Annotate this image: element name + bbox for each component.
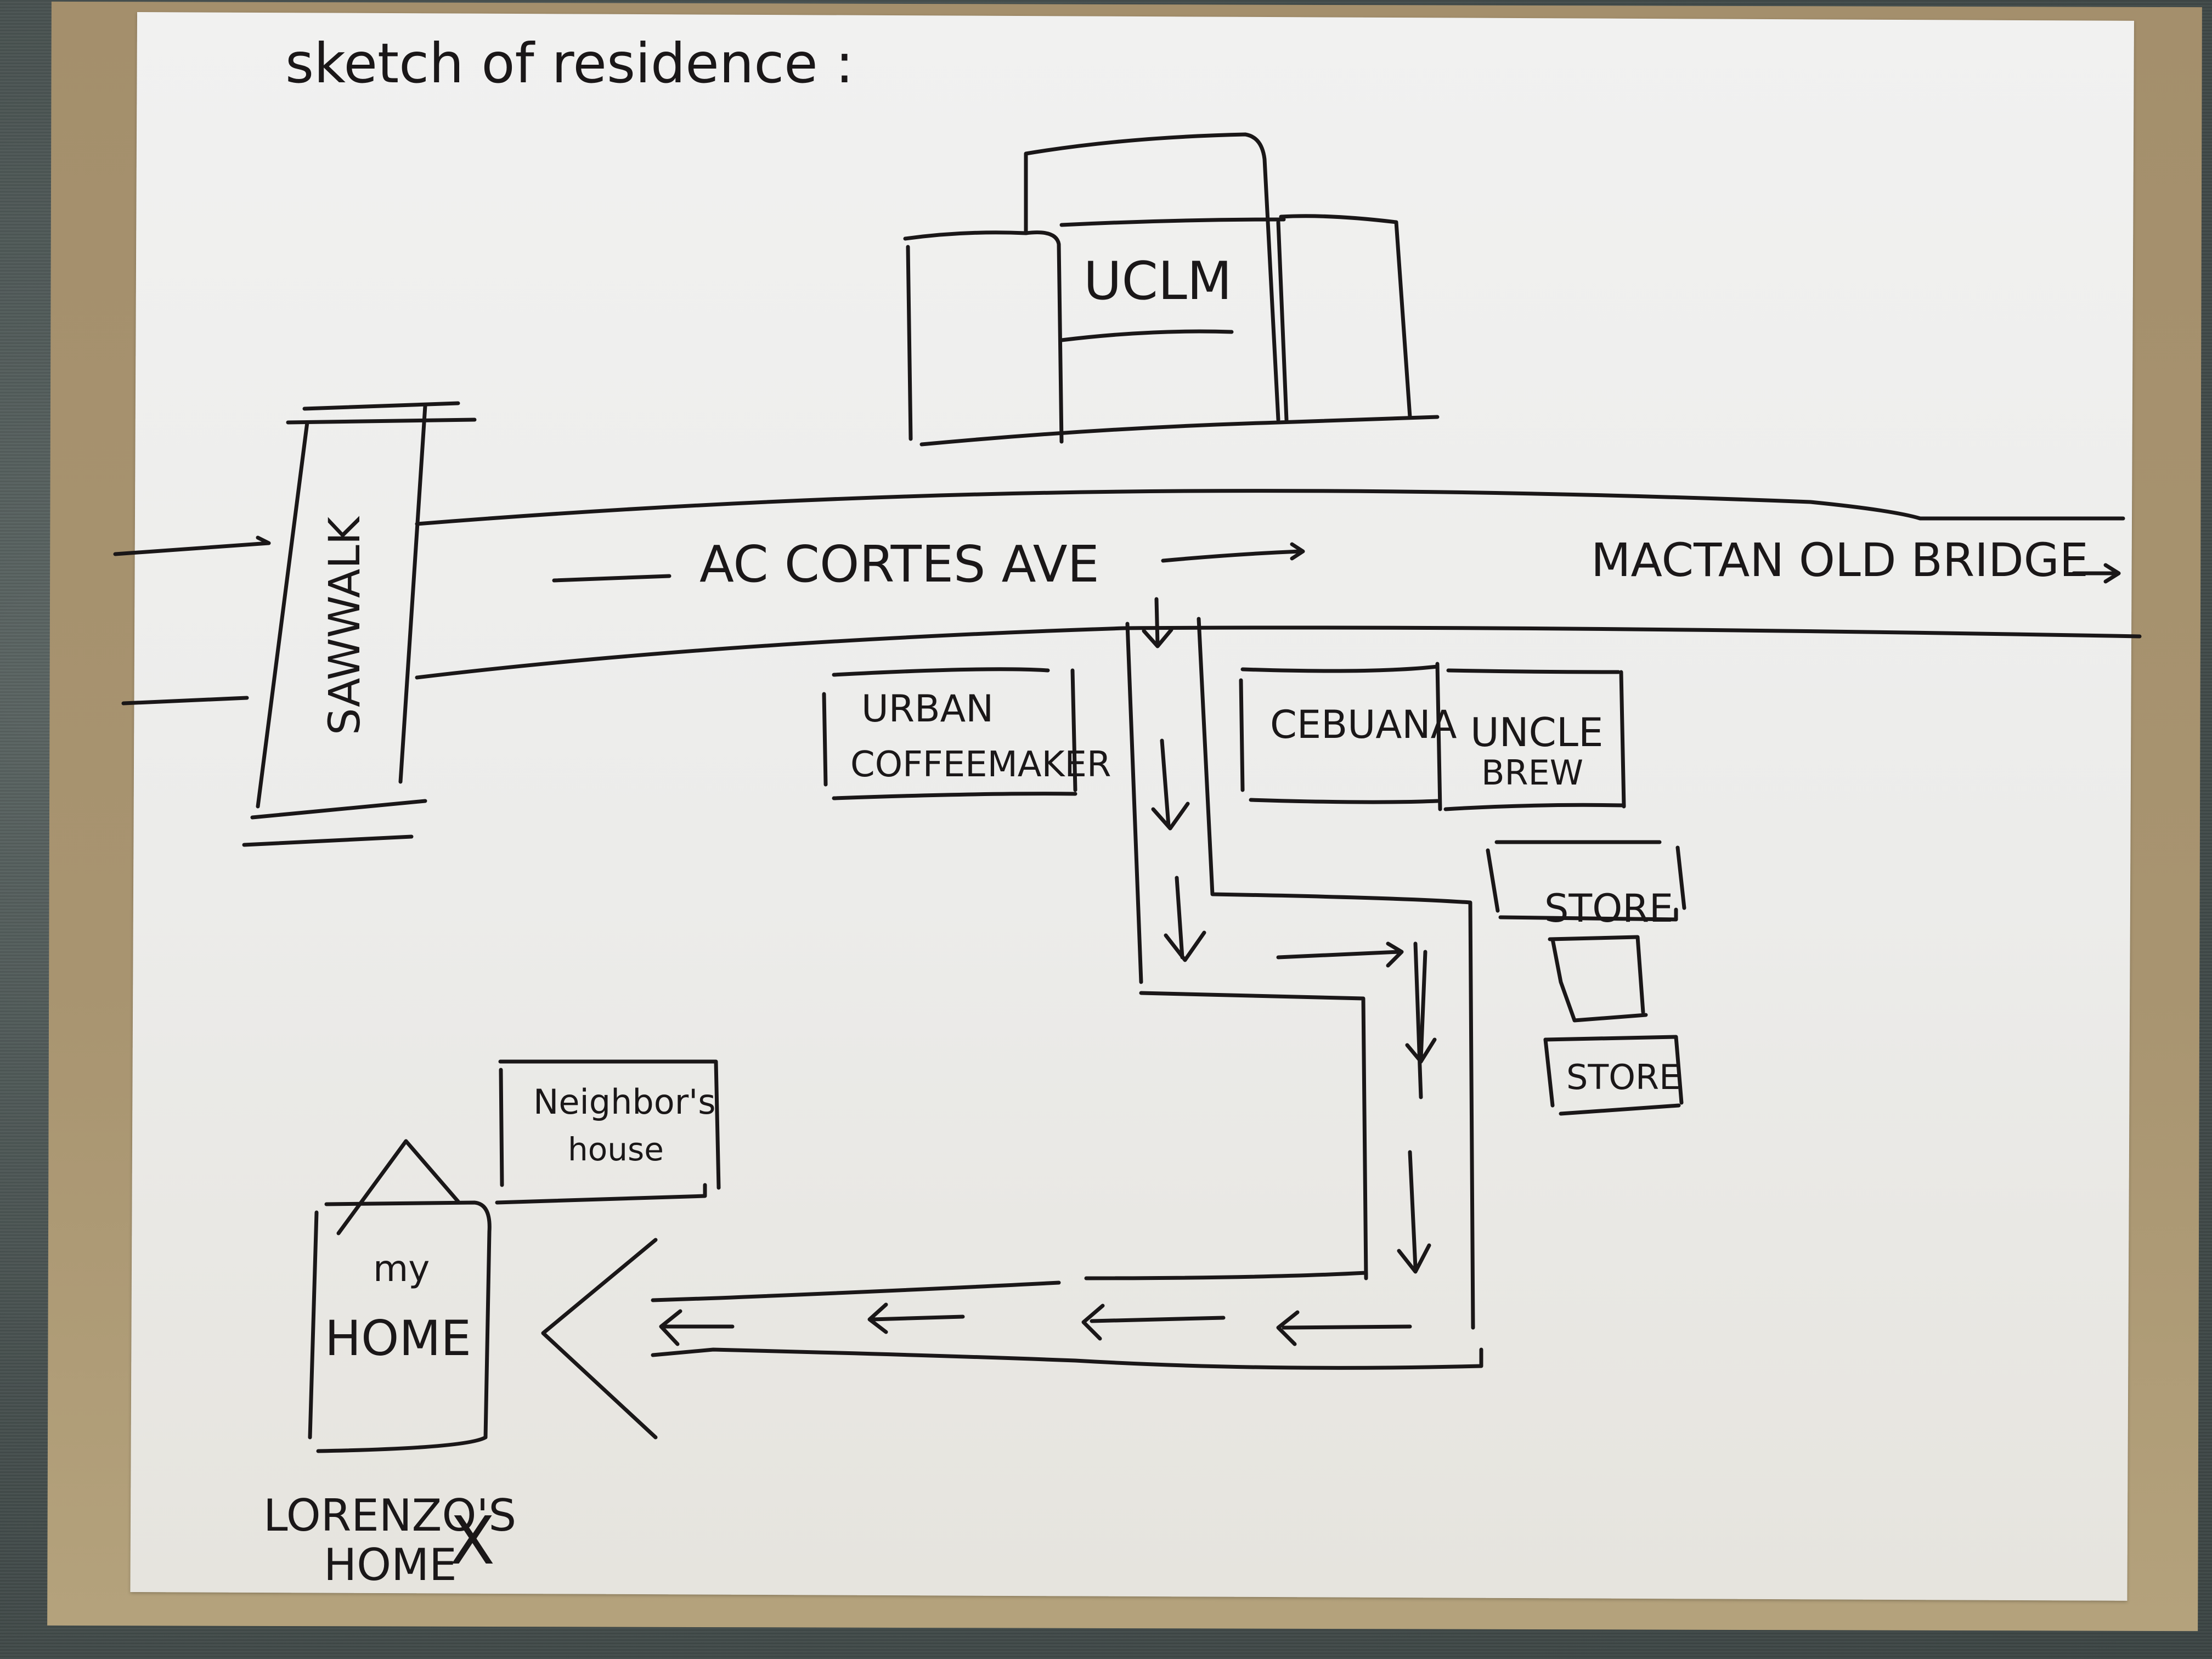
sketch-title: sketch of residence :	[285, 31, 854, 95]
arrow-left-icon	[659, 1309, 735, 1346]
store-bottom-label: STORE	[1566, 1057, 1680, 1097]
house-roof-icon	[336, 1139, 460, 1235]
my-home: my HOME LORENZO'S HOME X	[263, 1139, 516, 1590]
arrow-down-icon	[1405, 950, 1437, 1064]
sawwalk-label: SAWWALK	[320, 516, 370, 735]
store-top-label: STORE	[1544, 886, 1673, 931]
arrow-right-icon	[1276, 941, 1404, 968]
arrow-left-icon	[1276, 1310, 1412, 1346]
avenue-direction-arrow	[1161, 549, 1302, 563]
uncle-brew-label-line1: UNCLE	[1470, 709, 1603, 755]
coffee-label-line1: URBAN	[861, 687, 994, 731]
store-top-building: STORE	[1486, 840, 1686, 931]
neighbor-label-line2: house	[568, 1131, 664, 1168]
route-path	[541, 617, 1483, 1440]
arrow-down-icon	[1142, 597, 1173, 648]
home-marker-x-icon: X	[450, 1503, 495, 1579]
arrow-down-icon	[1151, 738, 1190, 831]
urban-coffeemaker: URBAN COFFEEMAKER	[822, 667, 1111, 800]
my-home-label-line2: HOME	[325, 1310, 471, 1367]
neighbor-label-line1: Neighbor's	[533, 1082, 716, 1122]
cebuana-building: CEBUANA	[1239, 662, 1457, 811]
ac-cortes-avenue: AC CORTES AVE MACTAN OLD BRIDGE	[415, 489, 2142, 680]
bridge-arrow-icon	[2072, 563, 2121, 584]
route-arrowhead-icon	[541, 1238, 658, 1440]
home-caption-line1: LORENZO'S	[263, 1490, 516, 1541]
cebuana-label: CEBUANA	[1270, 702, 1457, 747]
avenue-label: AC CORTES AVE	[699, 535, 1099, 594]
home-caption-line2: HOME	[324, 1539, 457, 1590]
coffee-label-line2: COFFEEMAKER	[850, 744, 1111, 785]
uclm-label: UCLM	[1084, 251, 1232, 312]
arrow-down-icon	[1164, 876, 1206, 962]
arrow-left-icon	[1081, 1304, 1226, 1341]
uclm-building: UCLM	[903, 132, 1440, 447]
sawwalk: SAWWALK	[113, 401, 477, 847]
unlabeled-building	[1548, 935, 1648, 1023]
arrow-down-icon	[1397, 1150, 1431, 1274]
neighbors-house: Neighbor's house	[495, 1059, 721, 1205]
my-home-label-line1: my	[373, 1248, 430, 1290]
arrow-left-icon	[867, 1302, 965, 1334]
uncle-brew-building: UNCLE BREW	[1443, 668, 1626, 811]
bridge-label: MACTAN OLD BRIDGE	[1591, 533, 2089, 587]
uncle-brew-label-line2: BREW	[1481, 753, 1583, 793]
direction-arrows	[659, 597, 1437, 1346]
store-bottom-building: STORE	[1543, 1035, 1684, 1116]
